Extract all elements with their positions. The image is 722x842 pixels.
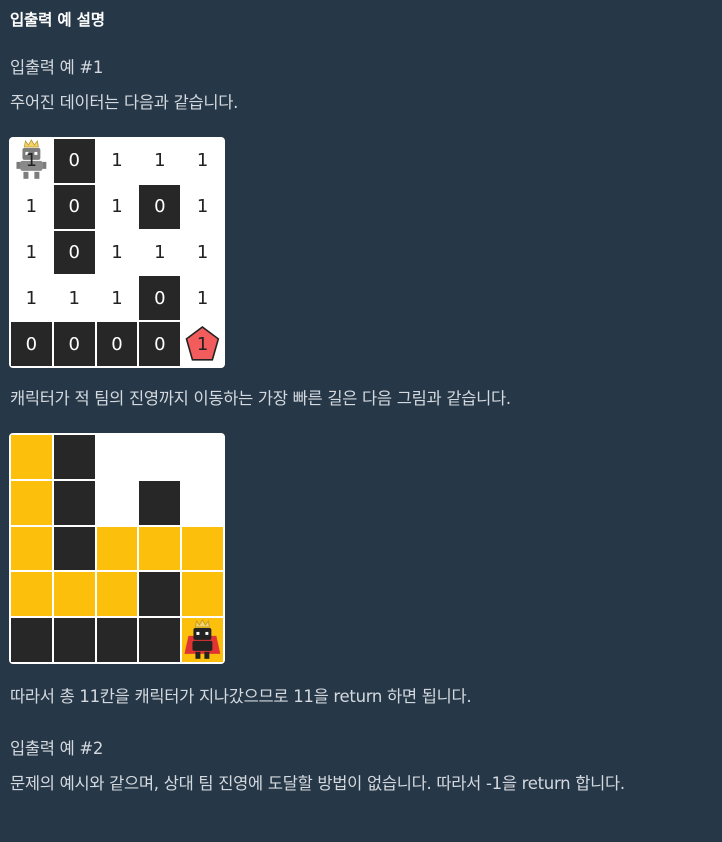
path-cell-road xyxy=(139,435,181,479)
maps-cell: 1 xyxy=(139,230,181,275)
maps-cell: 0 xyxy=(53,230,95,275)
path-cell-path xyxy=(139,526,181,571)
maps-cell: 1 xyxy=(96,139,138,183)
maps-cell: 1 xyxy=(96,230,138,275)
maps-cell-value: 0 xyxy=(154,196,166,218)
maps-cell-value: 1 xyxy=(196,287,209,309)
path-cell-road xyxy=(182,435,223,479)
example1-path-caption: 캐릭터가 적 팀의 진영까지 이동하는 가장 빠른 길은 다음 그림과 같습니다… xyxy=(10,389,511,408)
path-cell-path xyxy=(96,526,138,571)
maps-cell-value: 1 xyxy=(111,287,123,309)
maps-cell-value: 0 xyxy=(68,333,80,355)
maps-cell: 1 xyxy=(182,276,223,321)
maps-cell-value: 1 xyxy=(111,241,123,263)
maps-cell-value: 1 xyxy=(196,150,209,172)
example1-heading: 입출력 예 #1 xyxy=(10,58,104,77)
maps-cell: 0 xyxy=(53,322,95,366)
path-cell-path xyxy=(182,526,223,571)
maps-cell: 1 xyxy=(11,230,52,275)
maps-cell-value: 1 xyxy=(25,241,38,263)
maps-grid: 1 0 1 1 1 1 0 1 0 1 1 0 1 1 1 1 1 1 0 1 0 0 0 0 1 xyxy=(9,137,225,368)
maps-cell-value: 1 xyxy=(25,196,38,218)
maps-cell: 1 xyxy=(96,184,138,229)
path-cell-wall xyxy=(11,618,52,662)
maps-cell-value: 1 xyxy=(154,241,166,263)
maps-cell: 0 xyxy=(53,184,95,229)
maps-cell: 1 xyxy=(11,184,52,229)
maps-cell: 1 xyxy=(53,276,95,321)
maps-cell-value: 0 xyxy=(68,196,80,218)
maps-cell: 0 xyxy=(96,322,138,366)
path-cell-road xyxy=(182,480,223,525)
maps-cell: 1 xyxy=(182,230,223,275)
maps-cell-value: 1 xyxy=(25,287,38,309)
maps-cell-value: 1 xyxy=(111,196,123,218)
path-cell-path xyxy=(96,572,138,617)
path-cell-wall xyxy=(139,480,181,525)
maps-cell-value: 0 xyxy=(154,333,166,355)
maps-cell: 1 xyxy=(182,139,223,183)
character-at-goal-icon xyxy=(184,619,221,659)
example2-body: 문제의 예시와 같으며, 상대 팀 진영에 도달할 방법이 없습니다. 따라서 … xyxy=(10,774,625,793)
path-cell-wall xyxy=(53,526,95,571)
maps-cell-value: 1 xyxy=(196,196,209,218)
path-cell-path xyxy=(53,572,95,617)
enemy-base-pentagon-icon xyxy=(185,326,220,361)
path-cell-wall xyxy=(53,480,95,525)
maps-cell: 1 xyxy=(11,276,52,321)
maps-cell: 1 xyxy=(182,184,223,229)
path-cell-path xyxy=(182,572,223,617)
maps-cell-value: 0 xyxy=(154,287,166,309)
maps-cell-value: 1 xyxy=(25,150,38,172)
maps-cell-value: 0 xyxy=(68,241,80,263)
path-cell-wall xyxy=(139,618,181,662)
maps-cell: 0 xyxy=(139,276,181,321)
character-icon xyxy=(16,139,47,179)
path-cell-path xyxy=(11,480,52,525)
maps-cell: 0 xyxy=(139,184,181,229)
path-cell-road xyxy=(96,435,138,479)
maps-cell: 0 xyxy=(53,139,95,183)
maps-cell: 0 xyxy=(139,322,181,366)
example2-heading: 입출력 예 #2 xyxy=(10,739,104,758)
example1-conclusion: 따라서 총 11칸을 캐릭터가 지나갔으므로 11을 return 하면 됩니다… xyxy=(10,687,472,706)
maps-cell-value: 1 xyxy=(154,150,166,172)
path-cell-path xyxy=(182,618,223,662)
maps-cell-value: 0 xyxy=(111,333,123,355)
maps-cell-value: 1 xyxy=(196,241,209,263)
path-cell-path xyxy=(11,435,52,479)
maps-cell: 1 xyxy=(139,139,181,183)
maps-cell-value: 0 xyxy=(25,333,38,355)
maps-cell-value: 1 xyxy=(111,150,123,172)
path-cell-wall xyxy=(139,572,181,617)
maps-cell-value: 1 xyxy=(68,287,80,309)
maps-cell-value: 1 xyxy=(196,333,209,355)
maps-cell: 0 xyxy=(11,322,52,366)
path-cell-wall xyxy=(96,618,138,662)
example1-intro: 주어진 데이터는 다음과 같습니다. xyxy=(10,93,239,112)
shortest-path-grid xyxy=(9,433,225,664)
path-cell-path xyxy=(11,526,52,571)
maps-cell: 1 xyxy=(182,322,223,366)
maps-cell: 1 xyxy=(11,139,52,183)
path-cell-wall xyxy=(53,618,95,662)
path-cell-wall xyxy=(53,435,95,479)
maps-cell: 1 xyxy=(96,276,138,321)
path-cell-path xyxy=(11,572,52,617)
section-title: 입출력 예 설명 xyxy=(10,11,105,29)
path-cell-road xyxy=(96,480,138,525)
maps-cell-value: 0 xyxy=(68,150,80,172)
